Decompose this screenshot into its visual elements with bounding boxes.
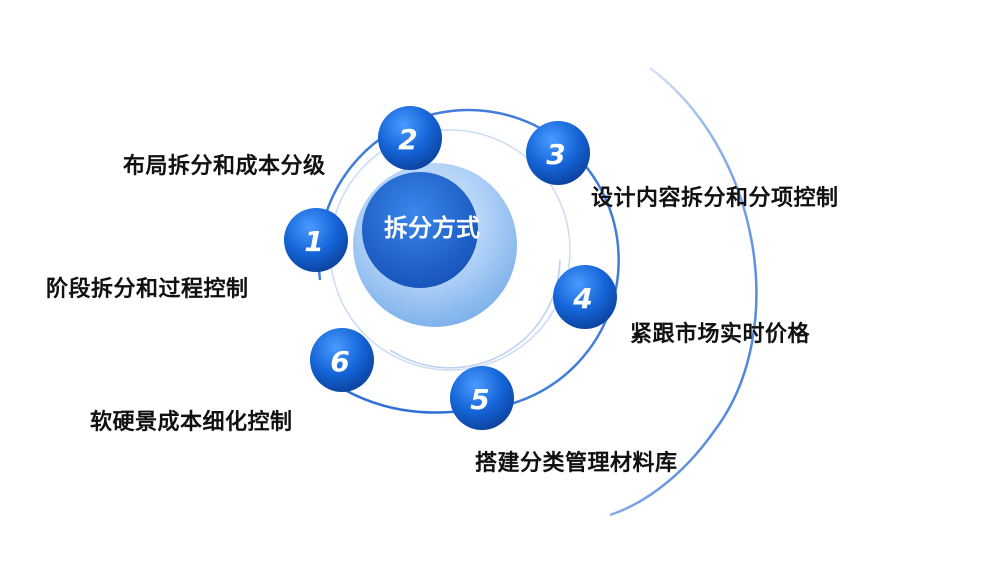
label-3: 设计内容拆分和分项控制 xyxy=(591,180,839,212)
node-number-5: 5 xyxy=(470,383,489,416)
node-number-2: 2 xyxy=(398,123,417,156)
node-1[interactable]: 1 xyxy=(284,208,348,272)
node-number-4: 4 xyxy=(572,282,592,315)
center-title: 拆分方式 xyxy=(384,214,480,242)
node-2[interactable]: 2 xyxy=(378,106,442,170)
node-5[interactable]: 5 xyxy=(450,366,514,430)
label-2: 布局拆分和成本分级 xyxy=(123,148,326,180)
node-number-3: 3 xyxy=(546,138,565,171)
label-5: 搭建分类管理材料库 xyxy=(475,445,678,477)
node-6[interactable]: 6 xyxy=(310,328,374,392)
node-number-1: 1 xyxy=(304,225,323,258)
node-number-6: 6 xyxy=(330,345,349,378)
label-1: 阶段拆分和过程控制 xyxy=(46,271,249,303)
node-3[interactable]: 3 xyxy=(526,121,590,185)
label-4: 紧跟市场实时价格 xyxy=(630,316,810,348)
node-4[interactable]: 4 xyxy=(553,265,617,329)
label-6: 软硬景成本细化控制 xyxy=(90,404,293,436)
